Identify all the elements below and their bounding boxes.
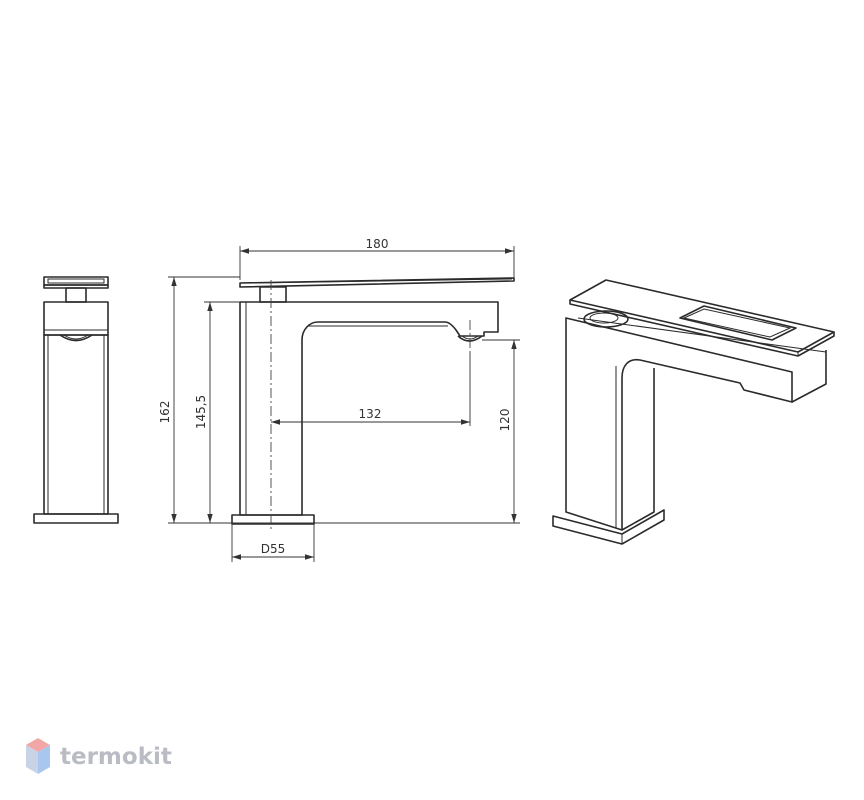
front-view (33, 276, 119, 524)
dim-label-d55: D55 (261, 542, 286, 556)
dim-label-132: 132 (359, 407, 382, 421)
side-view (231, 277, 515, 530)
dimension-lines (168, 246, 520, 562)
logo-text: termokit (60, 744, 172, 770)
logo-cube-right (38, 745, 50, 774)
logo-cube-left (26, 745, 38, 774)
dim-label-145-5: 145,5 (194, 395, 208, 429)
logo-cube-icon (26, 738, 50, 774)
termokit-logo: termokit (26, 738, 172, 774)
dim-label-120: 120 (498, 409, 512, 432)
dim-label-180: 180 (366, 237, 389, 251)
dim-label-162: 162 (158, 401, 172, 424)
dimension-labels: 180 162 145,5 132 120 D55 (158, 237, 512, 556)
isometric-view (552, 279, 835, 545)
